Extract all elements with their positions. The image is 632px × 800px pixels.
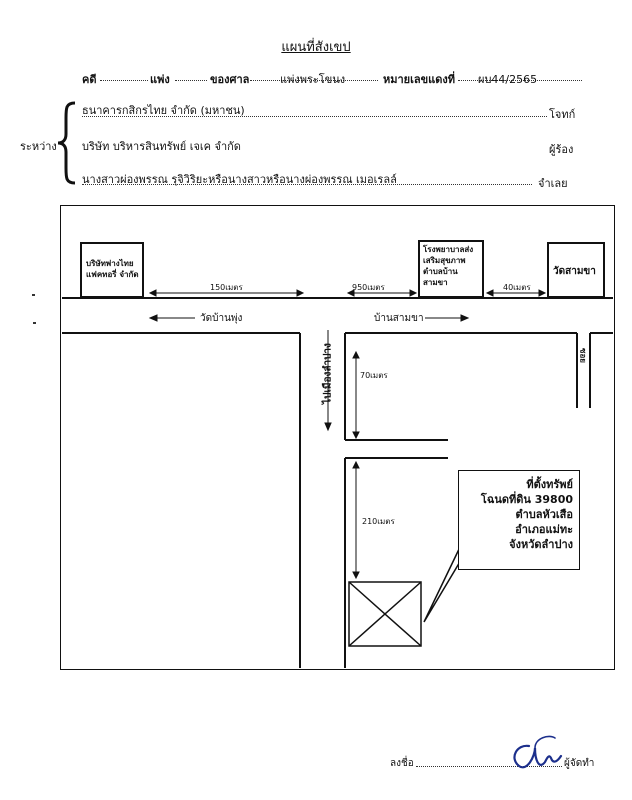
between-label: ระหว่าง	[20, 140, 57, 153]
civil-dots	[175, 68, 207, 81]
building-temple: วัดสามขา	[547, 242, 605, 298]
plaintiff-name: ธนาคารกสิกรไทย จำกัด (มหาชน)	[82, 104, 245, 117]
callout-deed: โฉนดที่ดิน 39800	[480, 493, 573, 506]
red-case-number: ผบ44/2565	[478, 73, 538, 86]
callout-district: อำเภอแม่ทะ	[515, 523, 573, 536]
callout-province: จังหวัดลำปาง	[509, 538, 573, 551]
distance-150: 150เมตร	[210, 283, 243, 292]
property-callout: ที่ตั้งทรัพย์ โฉนดที่ดิน 39800 ตำบลหัวเส…	[458, 470, 580, 570]
distance-950: 950เมตร	[352, 283, 385, 292]
sign-dots	[416, 754, 562, 767]
maker-label: ผู้จัดทำ	[564, 758, 595, 769]
court-name: แพ่งพระโขนง	[280, 73, 346, 86]
map-frame	[60, 205, 615, 670]
property-box	[348, 581, 422, 647]
callout-subdistrict: ตำบลหัวเสือ	[515, 508, 573, 521]
petitioner-name: บริษัท บริหารสินทรัพย์ เจเค จำกัด	[82, 140, 241, 153]
distance-210: 210เมตร	[362, 517, 395, 526]
distance-40: 40เมตร	[503, 283, 531, 292]
direction-west: วัดบ้านพุ่ง	[200, 313, 243, 324]
defendant-dots	[82, 172, 532, 185]
signature-icon	[513, 735, 563, 769]
building-hospital-label: โรงพยาบาลส่งเสริมสุขภาพตำบลบ้านสามขา	[423, 245, 474, 287]
court-label: ของศาล	[210, 73, 250, 86]
case-label: คดี	[82, 73, 97, 86]
distance-70: 70เมตร	[360, 371, 388, 380]
petitioner-role: ผู้ร้อง	[549, 143, 574, 156]
plaintiff-dots	[82, 104, 547, 117]
sign-label: ลงชื่อ	[390, 758, 414, 769]
building-temple-label: วัดสามขา	[553, 266, 596, 277]
defendant-name: นางสาวผ่องพรรณ รุจิวิริยะหรือนางสาวหรือน…	[82, 173, 397, 186]
red-case-dots	[458, 68, 582, 81]
direction-south: ไปเมืองลำปาง	[322, 343, 334, 404]
defendant-role: จำเลย	[538, 177, 568, 190]
brace-icon	[57, 101, 76, 185]
building-factory: บริษัทพ่างไทย แฟคทอรี่ จำกัด	[80, 242, 144, 298]
case-dots	[100, 68, 148, 81]
building-factory-label: บริษัทพ่างไทย แฟคทอรี่ จำกัด	[86, 259, 139, 279]
document-title: แผนที่สังเขป	[281, 40, 351, 55]
building-hospital: โรงพยาบาลส่งเสริมสุขภาพตำบลบ้านสามขา	[418, 240, 484, 298]
soi-label: ซอย	[578, 348, 588, 363]
plaintiff-role: โจทก์	[549, 108, 576, 121]
direction-east: บ้านสามขา	[374, 313, 424, 324]
court-dots	[250, 68, 378, 81]
civil-label: แพ่ง	[150, 73, 170, 86]
margin-mark	[32, 294, 35, 296]
margin-mark	[33, 322, 36, 324]
callout-title: ที่ตั้งทรัพย์	[526, 478, 573, 491]
red-case-label: หมายเลขแดงที่	[383, 73, 455, 86]
